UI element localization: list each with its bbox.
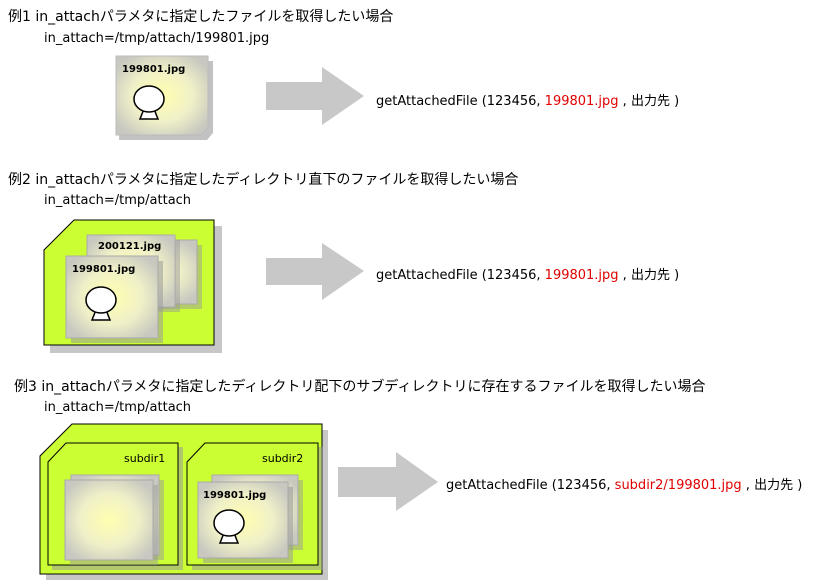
- example1-call-suffix: , 出力先 ): [618, 94, 680, 109]
- example1-call: getAttachedFile (123456, 199801.jpg , 出力…: [376, 90, 679, 109]
- example2-call-highlight: 199801.jpg: [544, 268, 619, 283]
- example3-call-highlight: subdir2/199801.jpg: [614, 478, 742, 493]
- example2-call-prefix: getAttachedFile (123456,: [376, 268, 545, 283]
- example3-heading: 例3 in_attachパラメタに指定したディレクトリ配下のサブディレクトリに存…: [14, 379, 706, 395]
- example3-file-label: 199801.jpg: [203, 490, 266, 501]
- example3-subdir2-label: subdir2: [262, 452, 303, 465]
- example2-call: getAttachedFile (123456, 199801.jpg , 出力…: [376, 264, 679, 283]
- example3-subdir1-label: subdir1: [124, 452, 165, 465]
- example1-call-prefix: getAttachedFile (123456,: [376, 94, 545, 109]
- example3-arrow-icon: [338, 452, 438, 511]
- example2-param: in_attach=/tmp/attach: [44, 193, 192, 208]
- example3-call: getAttachedFile (123456, subdir2/199801.…: [446, 474, 802, 493]
- example1-call-highlight: 199801.jpg: [544, 94, 619, 109]
- example2-file-label-1: 200121.jpg: [98, 241, 161, 252]
- example3-call-prefix: getAttachedFile (123456,: [446, 478, 615, 493]
- example1-heading: 例1 in_attachパラメタに指定したファイルを取得したい場合: [8, 9, 394, 25]
- example1-file-label: 199801.jpg: [122, 64, 185, 75]
- example1-file-doc: [115, 55, 213, 140]
- example2-file-doc-front: [65, 255, 163, 343]
- example2-arrow-icon: [266, 243, 364, 300]
- example3-subdir2-folder: [186, 442, 323, 570]
- example3-subdir1-folder: [47, 442, 183, 570]
- example1-param: in_attach=/tmp/attach/199801.jpg: [44, 31, 270, 46]
- example2-heading: 例2 in_attachパラメタに指定したディレクトリ直下のファイルを取得したい…: [8, 172, 519, 188]
- example2-call-suffix: , 出力先 ): [618, 268, 680, 283]
- example2-file-label-2: 199801.jpg: [72, 264, 135, 275]
- example1-arrow-icon: [266, 67, 364, 125]
- example3-call-suffix: , 出力先 ): [741, 478, 803, 493]
- example3-param: in_attach=/tmp/attach: [44, 400, 192, 415]
